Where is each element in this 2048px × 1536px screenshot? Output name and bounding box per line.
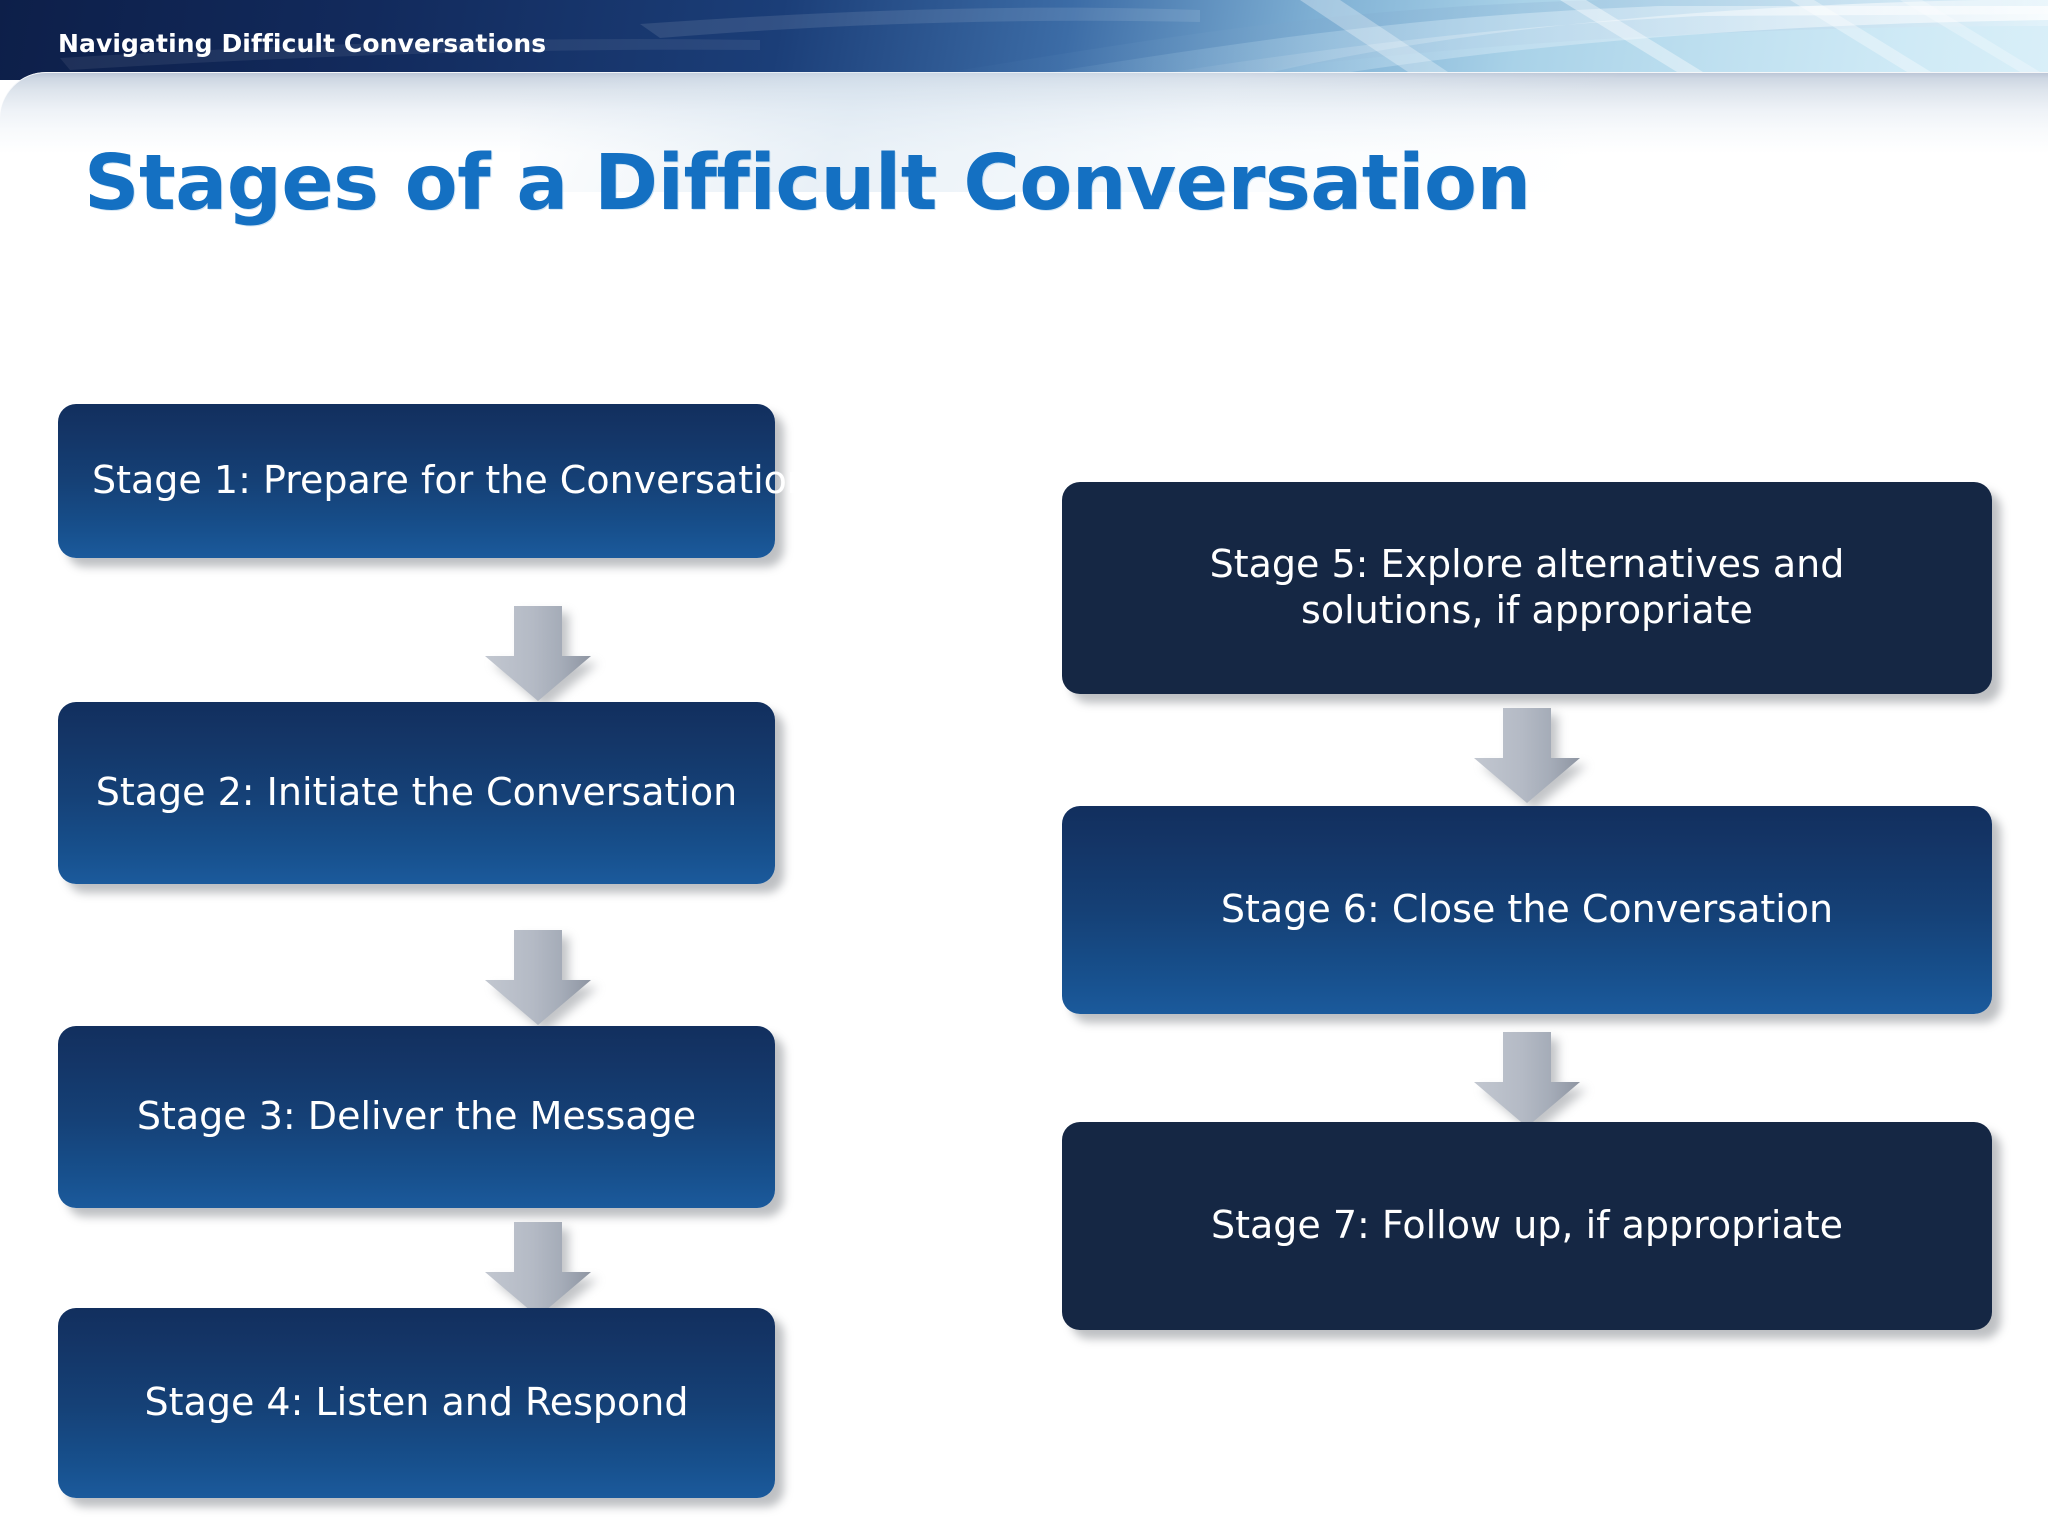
stage-4-box[interactable]: Stage 4: Listen and Respond [58, 1308, 775, 1498]
stage-7-label: Stage 7: Follow up, if appropriate [1210, 1203, 1844, 1248]
stage-5-label: Stage 5: Explore alternatives and soluti… [1209, 542, 1845, 632]
stage-2-box[interactable]: Stage 2: Initiate the Conversation [58, 702, 775, 884]
down-arrow-icon-6-7 [1474, 1032, 1580, 1127]
stage-3-label: Stage 3: Deliver the Message [136, 1094, 697, 1139]
down-arrow-icon-1-2 [485, 606, 591, 701]
stage-5-box[interactable]: Stage 5: Explore alternatives and soluti… [1062, 482, 1992, 694]
down-arrow-icon-3-4 [485, 1222, 591, 1317]
page-title: Stages of a Difficult Conversation [84, 139, 1531, 228]
stage-6-box[interactable]: Stage 6: Close the Conversation [1062, 806, 1992, 1014]
stage-3-box[interactable]: Stage 3: Deliver the Message [58, 1026, 775, 1208]
down-arrow-icon-5-6 [1474, 708, 1580, 803]
stage-4-label: Stage 4: Listen and Respond [144, 1380, 689, 1425]
down-arrow-icon-2-3 [485, 930, 591, 1025]
header-title: Navigating Difficult Conversations [58, 29, 547, 58]
slide-header-bar: Navigating Difficult Conversations [0, 0, 2048, 80]
stage-7-box[interactable]: Stage 7: Follow up, if appropriate [1062, 1122, 1992, 1330]
stage-1-box[interactable]: Stage 1: Prepare for the Conversation [58, 404, 812, 558]
stage-6-label: Stage 6: Close the Conversation [1220, 887, 1834, 932]
stage-2-label: Stage 2: Initiate the Conversation [95, 770, 738, 815]
stage-1-label: Stage 1: Prepare for the Conversation [92, 458, 812, 503]
